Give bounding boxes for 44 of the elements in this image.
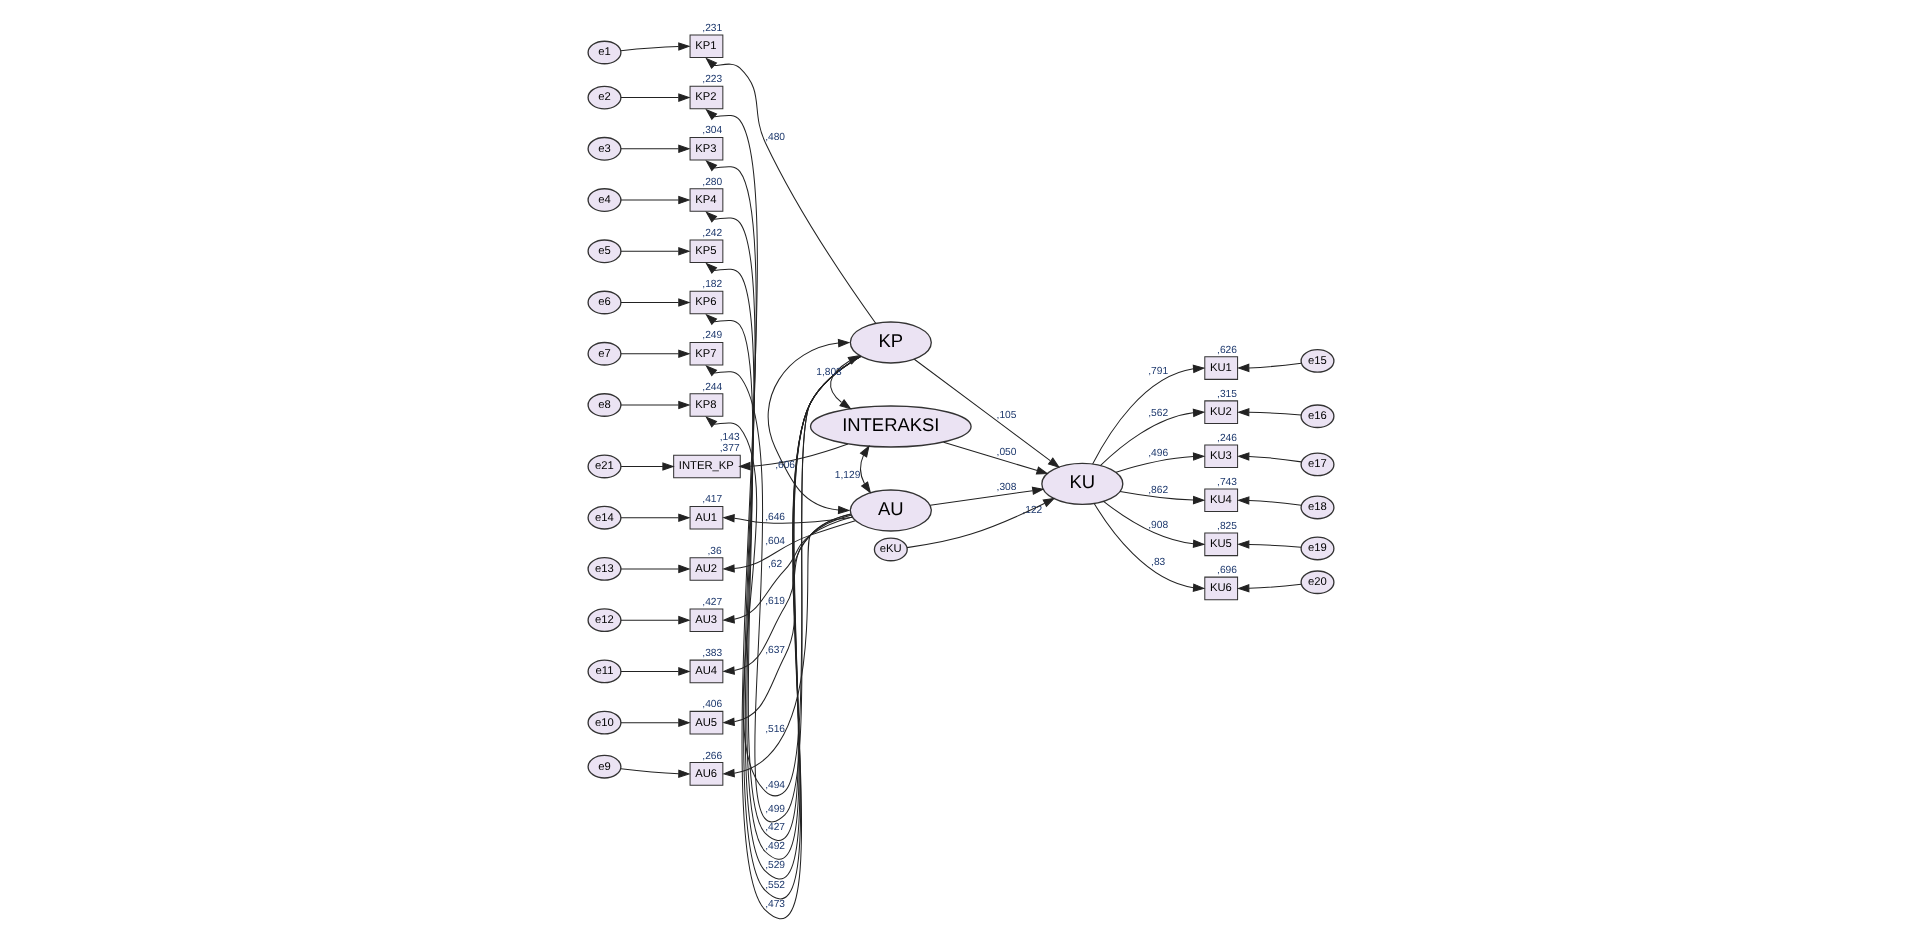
arrow xyxy=(905,497,1055,549)
arrow xyxy=(721,513,851,778)
arrow xyxy=(721,520,855,573)
arrow xyxy=(1092,503,1205,592)
arrow xyxy=(619,195,690,205)
arrow xyxy=(942,441,1048,475)
arrow xyxy=(619,42,690,52)
arrow xyxy=(1236,496,1301,506)
arrow xyxy=(912,358,1060,469)
arrow xyxy=(619,667,690,676)
arrow xyxy=(619,513,690,522)
arrow xyxy=(858,445,871,494)
arrow xyxy=(1236,407,1301,417)
arrow xyxy=(1102,500,1205,549)
arrow xyxy=(619,615,690,625)
arrow xyxy=(619,349,690,359)
node-ellipse: AU xyxy=(848,489,931,532)
node-ellipse: INTERAKSI xyxy=(808,405,971,448)
arrow xyxy=(619,144,690,154)
arrow xyxy=(928,486,1044,506)
arrow xyxy=(1114,452,1205,473)
arrow xyxy=(721,516,852,624)
arrow xyxy=(721,514,851,675)
arrow xyxy=(619,462,674,471)
arrow xyxy=(721,513,853,524)
arrow xyxy=(619,298,690,307)
arrow xyxy=(619,718,690,727)
arrow xyxy=(619,564,690,574)
arrow xyxy=(1091,364,1205,465)
arrow xyxy=(704,57,876,324)
arrow xyxy=(619,93,690,102)
arrow xyxy=(619,768,690,778)
arrow xyxy=(1118,491,1205,505)
arrow xyxy=(829,354,860,410)
arrow xyxy=(1236,540,1301,549)
arrow xyxy=(1099,408,1205,466)
arrow xyxy=(1236,452,1301,463)
arrow xyxy=(737,443,848,471)
arrow xyxy=(619,400,690,410)
arrow xyxy=(619,246,690,256)
arrow xyxy=(1236,362,1301,373)
arrow xyxy=(766,338,850,515)
arrow xyxy=(1236,583,1301,593)
arrow xyxy=(721,513,851,727)
